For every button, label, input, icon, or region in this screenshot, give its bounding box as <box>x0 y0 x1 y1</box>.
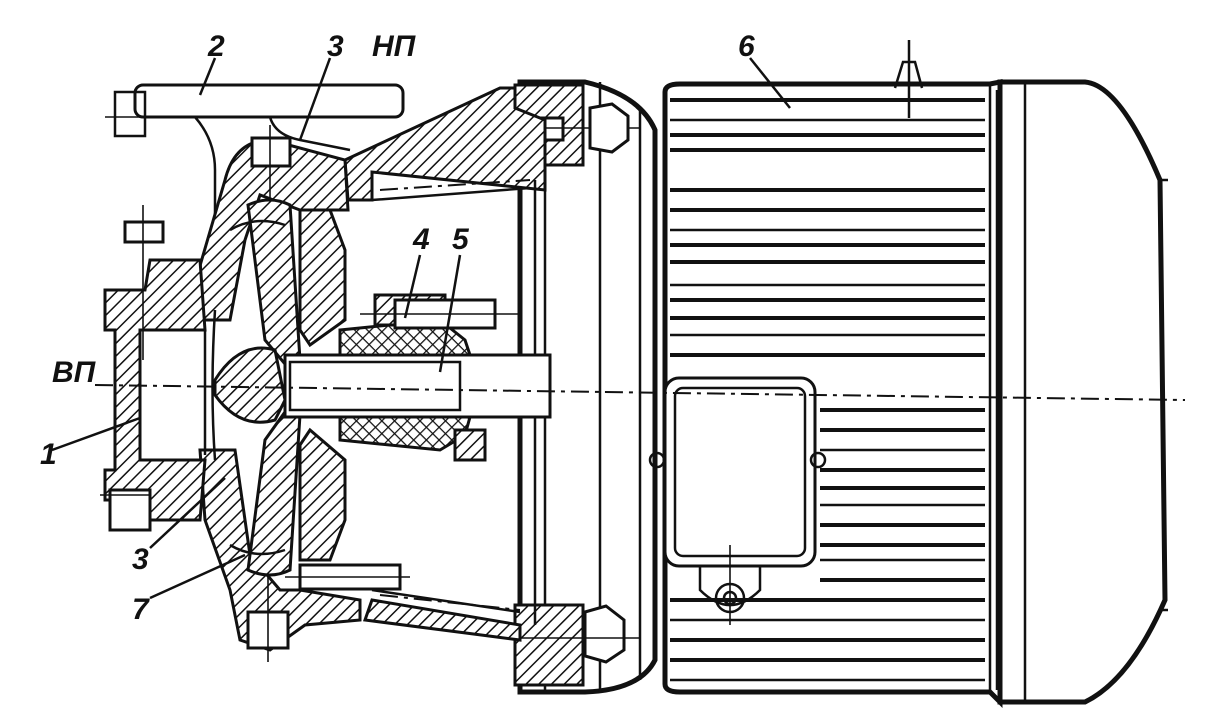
label-3-bottom: 3 <box>132 543 149 576</box>
label-7: 7 <box>132 593 149 626</box>
label-6: 6 <box>738 30 755 63</box>
impeller <box>213 198 347 577</box>
electric-motor <box>648 40 1168 709</box>
bracket-housing <box>343 86 547 642</box>
label-2: 2 <box>208 30 225 63</box>
label-vp: ВП <box>52 356 96 389</box>
label-5: 5 <box>452 223 469 256</box>
label-np: НП <box>372 30 416 63</box>
terminal-box <box>648 376 827 625</box>
label-3-top: 3 <box>327 30 344 63</box>
label-4: 4 <box>413 223 430 256</box>
motor-flange <box>505 79 658 695</box>
shaft-and-seal <box>283 293 552 462</box>
pump-casing <box>100 83 410 662</box>
motor-cooling-fins <box>670 98 985 682</box>
shaft-axis-line <box>94 384 1186 401</box>
label-1: 1 <box>40 438 57 471</box>
leader-lines <box>51 57 791 600</box>
